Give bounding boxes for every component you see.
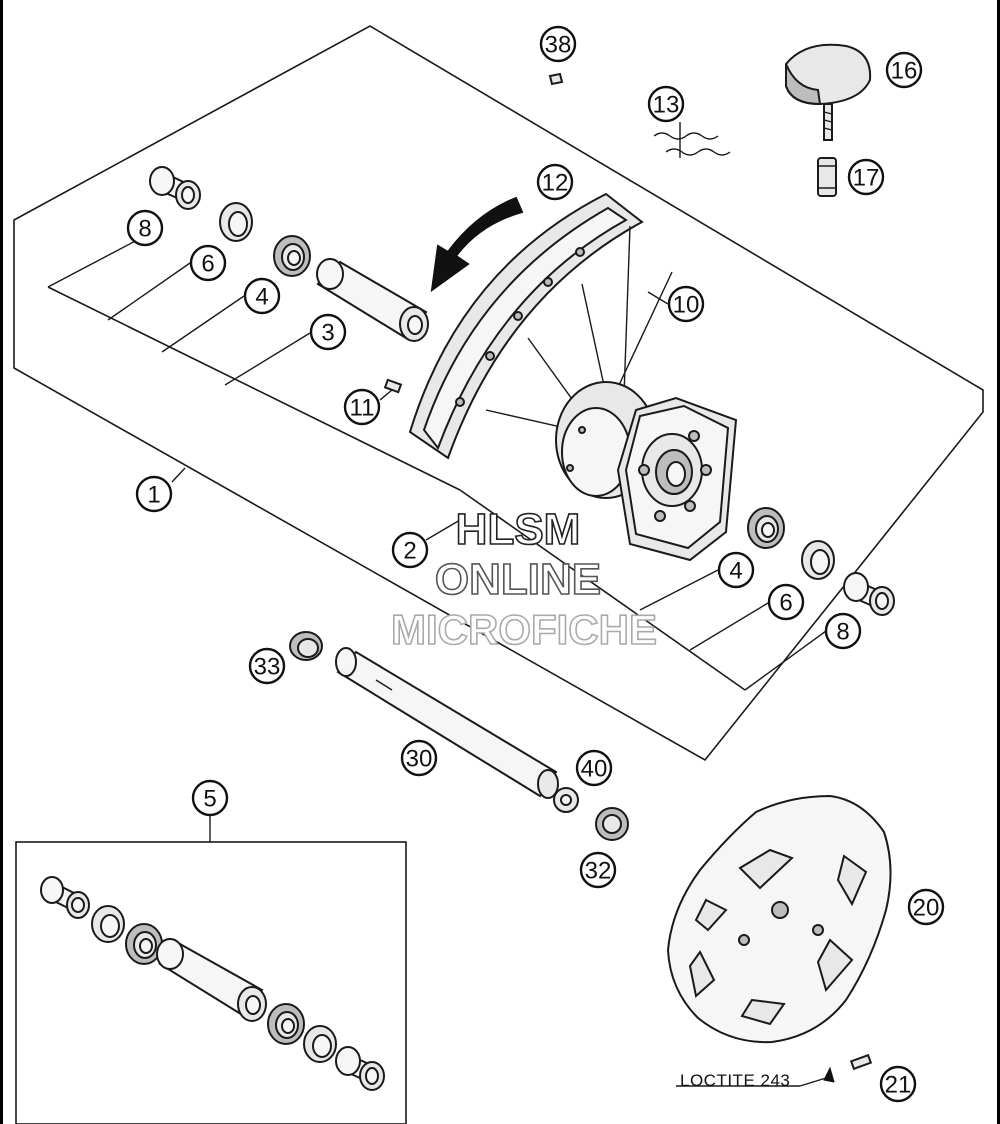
frame-inner-line [47, 286, 461, 491]
callout-17: 17 [847, 158, 885, 196]
callout-3-label: 3 [321, 320, 334, 347]
callout-40-label: 40 [581, 756, 608, 783]
callout-12-label: 12 [542, 170, 569, 197]
callout-16-label: 16 [891, 58, 918, 85]
loctite-note: LOCTITE 243 [680, 1071, 790, 1090]
rim-lock-16 [785, 43, 872, 141]
bearing-kit-frame [15, 841, 407, 1124]
callout-6-top: 6 [189, 244, 227, 282]
seal-ring-left [219, 202, 253, 242]
callout-40: 40 [575, 749, 613, 787]
callout-30: 30 [400, 739, 438, 777]
kit-spacer-right [335, 1046, 385, 1091]
kit-distance-sleeve [156, 938, 267, 1022]
watermark-line-1: HLSM [456, 505, 581, 554]
callout-11: 11 [343, 388, 381, 426]
callout-2: 2 [391, 531, 429, 569]
callout-17-label: 17 [853, 165, 880, 192]
callout-21: 21 [879, 1065, 917, 1103]
callout-2-label: 2 [403, 538, 416, 565]
distance-sleeve [316, 258, 429, 342]
callout-6-top-label: 6 [201, 251, 214, 278]
axle-screw-32 [595, 807, 629, 841]
rim-tape-13 [653, 122, 731, 158]
callout-1: 1 [135, 475, 173, 513]
axle-30 [335, 647, 559, 799]
callout-6-bottom: 6 [767, 583, 805, 621]
kit-bearing-right [267, 1003, 305, 1045]
kit-seal-left [91, 905, 125, 943]
callout-5-label: 5 [203, 786, 216, 813]
rim-12 [408, 192, 644, 460]
callout-16: 16 [885, 51, 923, 89]
watermark: HLSM ONLINE MICROFICHE [390, 504, 658, 654]
callout-4-bottom-label: 4 [729, 558, 742, 585]
frame-inner-line-2 [459, 489, 746, 691]
callout-10: 10 [667, 285, 705, 323]
callout-6-bottom-label: 6 [779, 590, 792, 617]
callout-20: 20 [907, 888, 945, 926]
washer-40 [553, 787, 579, 813]
kit-seal-right [303, 1025, 337, 1063]
brake-disc-20 [666, 794, 892, 1044]
callout-8-top-label: 8 [138, 216, 151, 243]
callout-20-label: 20 [913, 895, 940, 922]
callout-38: 38 [539, 25, 577, 63]
bearing-left [273, 235, 311, 277]
kit-spacer-left [40, 876, 90, 919]
spacer-right [843, 572, 895, 616]
callout-32-label: 32 [585, 858, 612, 885]
callout-10-label: 10 [673, 292, 700, 319]
callout-4-top: 4 [243, 277, 281, 315]
callout-8-top: 8 [126, 209, 164, 247]
kit-bearing-left [125, 923, 163, 965]
spoke-nipple-11 [383, 378, 403, 394]
callout-5: 5 [191, 779, 229, 817]
spacer-left [149, 166, 201, 210]
callout-8-bottom-label: 8 [836, 619, 849, 646]
watermark-line-2: ONLINE [435, 555, 601, 604]
cap-38 [548, 72, 564, 86]
watermark-line-3: MICROFICHE [391, 606, 657, 653]
nut-17 [817, 157, 837, 197]
callout-1-label: 1 [147, 482, 160, 509]
callout-12: 12 [536, 163, 574, 201]
callout-38-label: 38 [545, 32, 572, 59]
bearing-right [747, 507, 785, 549]
wheel-assembly-frame [13, 25, 984, 762]
callout-4-top-label: 4 [255, 284, 268, 311]
hub-2 [555, 381, 738, 562]
callout-21-label: 21 [885, 1072, 912, 1099]
callout-8-bottom: 8 [824, 612, 862, 650]
axle-nut-33 [289, 631, 323, 661]
callout-4-bottom: 4 [717, 551, 755, 589]
callout-33: 33 [248, 647, 286, 685]
callout-30-label: 30 [406, 746, 433, 773]
callout-3: 3 [309, 313, 347, 351]
rotation-arrow [430, 196, 524, 293]
callout-11-label: 11 [350, 395, 375, 422]
seal-ring-right [801, 540, 835, 580]
screw-21 [823, 1053, 873, 1083]
callout-13-label: 13 [653, 92, 680, 119]
callout-13: 13 [647, 85, 685, 123]
callout-33-label: 33 [254, 654, 281, 681]
callout-32: 32 [579, 851, 617, 889]
